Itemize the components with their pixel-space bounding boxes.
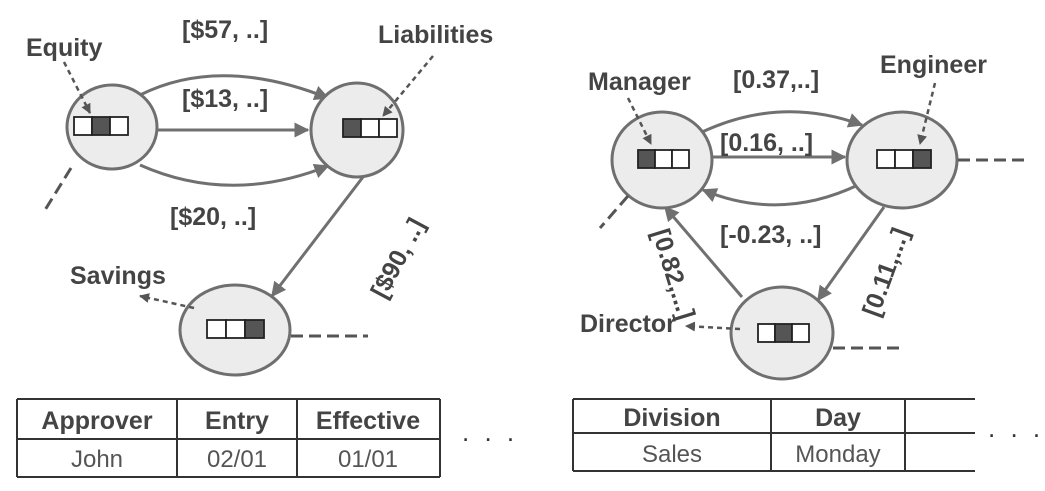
node-liabilities: [309, 81, 405, 179]
manager-cell-3: [671, 149, 690, 169]
node-savings: [178, 283, 292, 377]
edge-engineer-director: [816, 206, 886, 302]
node-manager: [610, 110, 714, 210]
edge-label-manager-engineer-top: [0.37,..]: [733, 66, 819, 94]
equity-cell-1: [73, 116, 93, 136]
right-table-cell-day: Monday: [795, 441, 880, 468]
edge-label-liabilities-savings: [$90, ..]: [366, 214, 431, 303]
stub-equity: [43, 167, 73, 211]
label-liabilities: Liabilities: [378, 21, 493, 49]
liabilities-cell-2: [360, 118, 380, 138]
edge-label-equity-liabilities-bottom: [$20, ..]: [170, 203, 256, 231]
node-equity: [65, 83, 159, 171]
edge-label-engineer-manager: [-0.23, ..]: [720, 221, 821, 249]
left-table-header-approver: Approver: [41, 407, 152, 435]
edge-label-equity-liabilities-middle: [$13, ..]: [182, 85, 268, 113]
label-equity: Equity: [26, 34, 102, 62]
savings-cell-2: [225, 319, 246, 339]
right-table-header-division: Division: [623, 404, 720, 432]
edge-equity-liabilities-bottom: [139, 163, 330, 187]
liabilities-cell-1: [342, 118, 362, 138]
pointer-equity: [62, 61, 92, 114]
director-cell-2: [774, 323, 793, 343]
left-table-header-entry: Entry: [205, 407, 269, 435]
left-table-header-effective: Effective: [316, 407, 420, 435]
label-engineer: Engineer: [880, 51, 987, 79]
pointer-liabilities: [382, 55, 434, 117]
right-graph: Manager Engineer Director [0.37,..] [0.1…: [572, 51, 1044, 472]
edge-equity-liabilities-top: [139, 74, 330, 100]
left-table-cell-effective: 01/01: [338, 446, 398, 473]
edge-label-equity-liabilities-top: [$57, ..]: [182, 16, 268, 44]
equity-cell-3: [109, 116, 129, 136]
pointer-savings: [139, 293, 195, 310]
director-cell-1: [757, 323, 776, 343]
label-savings: Savings: [70, 262, 166, 290]
left-table-ellipsis: . . .: [462, 417, 518, 447]
stub-manager: [598, 195, 630, 229]
savings-cell-1: [206, 319, 227, 339]
pointer-director: [685, 321, 741, 332]
edge-director-manager: [663, 205, 744, 298]
director-cell-3: [791, 323, 810, 343]
edge-liabilities-savings: [270, 176, 365, 298]
edge-manager-engineer-top: [699, 110, 864, 135]
label-manager: Manager: [588, 68, 691, 96]
savings-cell-3: [244, 319, 265, 339]
engineer-cell-1: [876, 149, 896, 169]
node-director: [729, 285, 835, 381]
equity-cell-2: [91, 116, 111, 136]
left-table-cell-entry: 02/01: [207, 446, 267, 473]
node-engineer: [845, 110, 959, 210]
left-graph: Equity Liabilities Savings [$57, ..] [$1…: [16, 16, 518, 478]
edge-label-engineer-director: [0.11,...]: [857, 224, 915, 320]
right-table-cell-division: Sales: [642, 441, 702, 468]
manager-cell-1: [637, 149, 656, 169]
left-table-cell-approver: John: [71, 446, 123, 473]
liabilities-cell-3: [378, 118, 398, 138]
manager-cell-2: [654, 149, 673, 169]
left-table: Approver Entry Effective John 02/01 01/0…: [16, 398, 518, 478]
edge-engineer-manager: [701, 183, 859, 207]
right-table-header-day: Day: [815, 404, 861, 432]
edge-label-manager-engineer-middle: [0.16, ..]: [720, 129, 813, 157]
right-table-ellipsis: . . .: [988, 413, 1044, 443]
pointer-engineer: [917, 82, 937, 145]
engineer-cell-3: [912, 149, 932, 169]
right-table: Division Day Sales Monday . . .: [572, 398, 1044, 472]
engineer-cell-2: [894, 149, 914, 169]
label-director: Director: [580, 310, 676, 338]
